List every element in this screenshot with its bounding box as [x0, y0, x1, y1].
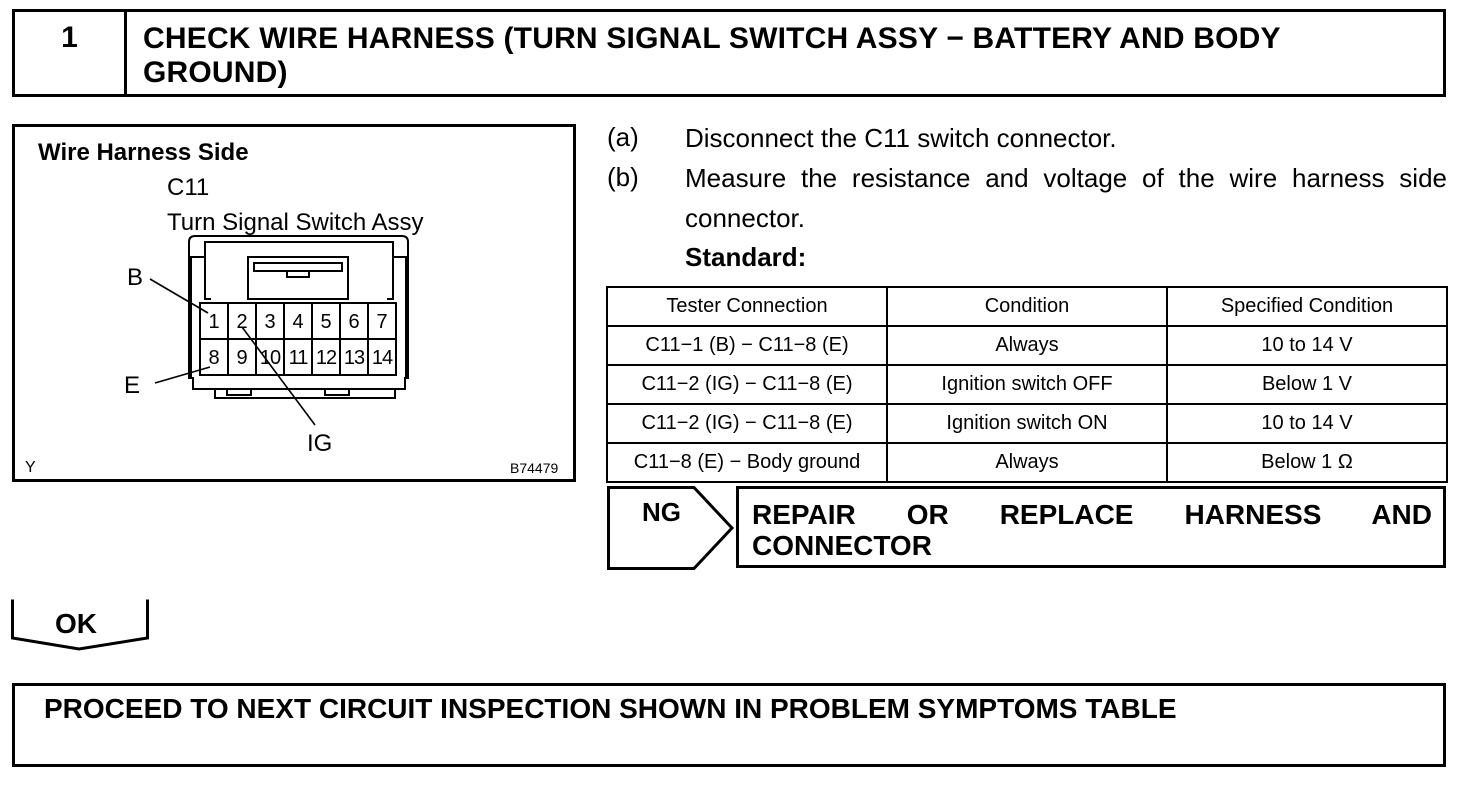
pin-number: 5 [320, 311, 332, 333]
pin-number: 13 [343, 347, 365, 369]
ng-action-box: REPAIR OR REPLACE HARNESS AND CONNECTOR [736, 486, 1446, 568]
label-e: E [124, 372, 141, 399]
pin-number: 10 [259, 347, 281, 369]
pin-number: 1 [208, 311, 220, 333]
column-header: Condition [886, 286, 1168, 327]
figure-id: B74479 [510, 460, 559, 476]
table-cell: Always [886, 442, 1168, 483]
leader-e [154, 366, 211, 384]
ng-label: NG [642, 497, 681, 527]
pin-number: 8 [208, 347, 220, 369]
ng-arrow-shape [607, 486, 735, 570]
corner-label: Y [25, 459, 36, 476]
pin-number: 3 [264, 311, 276, 333]
table-row: C11−1 (B) − C11−8 (E) Always 10 to 14 V [606, 325, 1448, 366]
diagram-heading: Wire Harness Side [38, 139, 249, 166]
ok-arrow-shape [11, 599, 149, 651]
table-cell: C11−2 (IG) − C11−8 (E) [606, 403, 888, 444]
table-cell: Ignition switch ON [886, 403, 1168, 444]
connector-drawing [149, 235, 409, 426]
step-header: 1 CHECK WIRE HARNESS (TURN SIGNAL SWITCH… [12, 9, 1446, 97]
spec-table: Tester Connection Condition Specified Co… [606, 286, 1448, 483]
pin-number: 11 [288, 347, 309, 369]
pin-number: 4 [292, 311, 304, 333]
label-b: B [127, 264, 144, 291]
pin-number: 7 [376, 311, 388, 333]
pin-number: 2 [236, 311, 248, 333]
column-header: Specified Condition [1166, 286, 1448, 327]
pin-number: 12 [315, 347, 337, 369]
table-row: C11−2 (IG) − C11−8 (E) Ignition switch O… [606, 364, 1448, 405]
table-cell: Ignition switch OFF [886, 364, 1168, 405]
column-header: Tester Connection [606, 286, 888, 327]
proceed-text: PROCEED TO NEXT CIRCUIT INSPECTION SHOWN… [44, 693, 1177, 724]
table-cell: 10 to 14 V [1166, 325, 1448, 366]
standard-label: Standard: [685, 242, 807, 272]
step-b-label: (b) [607, 162, 639, 192]
table-cell: C11−1 (B) − C11−8 (E) [606, 325, 888, 366]
table-cell: 10 to 14 V [1166, 403, 1448, 444]
step-a-label: (a) [607, 122, 639, 152]
connector-diagram: Wire Harness Side C11 Turn Signal Switch… [12, 124, 576, 482]
table-cell: Below 1 Ω [1166, 442, 1448, 483]
label-ig: IG [307, 430, 333, 457]
ok-label: OK [55, 608, 97, 639]
leader-ig [241, 326, 316, 426]
step-title: CHECK WIRE HARNESS (TURN SIGNAL SWITCH A… [143, 22, 1281, 89]
step-number: 1 [15, 12, 127, 94]
step-b-text: Measure the resistance and voltage of th… [685, 163, 1447, 233]
pin-number: 9 [236, 347, 248, 369]
pin-number: 6 [348, 311, 360, 333]
table-cell: C11−8 (E) − Body ground [606, 442, 888, 483]
ng-action-text: REPAIR OR REPLACE HARNESS AND CONNECTOR [752, 499, 1432, 561]
pin-number: 14 [371, 347, 393, 369]
leader-b [149, 278, 209, 314]
proceed-box: PROCEED TO NEXT CIRCUIT INSPECTION SHOWN… [12, 683, 1446, 767]
step-a-text: Disconnect the C11 switch connector. [685, 123, 1117, 153]
table-row: C11−2 (IG) − C11−8 (E) Ignition switch O… [606, 403, 1448, 444]
table-cell: Below 1 V [1166, 364, 1448, 405]
table-cell: C11−2 (IG) − C11−8 (E) [606, 364, 888, 405]
table-header-row: Tester Connection Condition Specified Co… [606, 286, 1448, 327]
connector-code: C11 [167, 174, 210, 201]
connector-name: Turn Signal Switch Assy [167, 209, 424, 236]
table-row: C11−8 (E) − Body ground Always Below 1 Ω [606, 442, 1448, 483]
table-cell: Always [886, 325, 1168, 366]
